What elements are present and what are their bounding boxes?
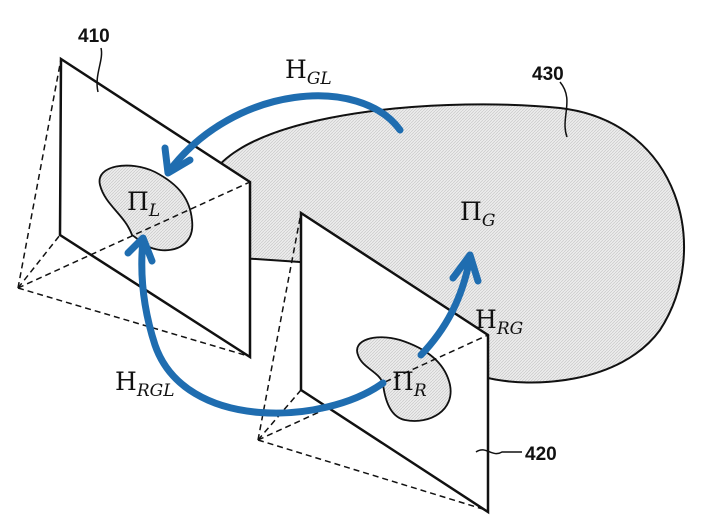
left-camera-frustum [17,58,249,357]
leader-410 [96,47,103,93]
left-plane-region [98,164,194,252]
label-410: 410 [78,26,110,47]
leader-420 [475,449,522,455]
label-pi-l: ΠL [127,187,160,221]
arrow-h-rg [417,254,474,359]
arrow-h-gl-head [161,144,194,177]
ground-plane-region [203,103,686,384]
arrow-h-rgl [138,236,387,417]
arrow-h-rg-head [449,251,482,285]
arrow-h-gl [166,92,404,174]
arrow-h-rgl-head [124,234,156,265]
label-h-rg: HRG [475,305,523,339]
label-420: 420 [525,444,557,465]
label-h-rgl: HRGL [115,367,174,401]
right-camera-ray [257,334,489,441]
label-pi-r: ΠR [392,367,427,401]
label-h-gl: HGL [285,55,332,89]
leader-430 [559,81,568,138]
label-pi-g: ΠG [460,197,495,231]
left-camera-ray [17,181,251,289]
label-430: 430 [532,64,564,85]
